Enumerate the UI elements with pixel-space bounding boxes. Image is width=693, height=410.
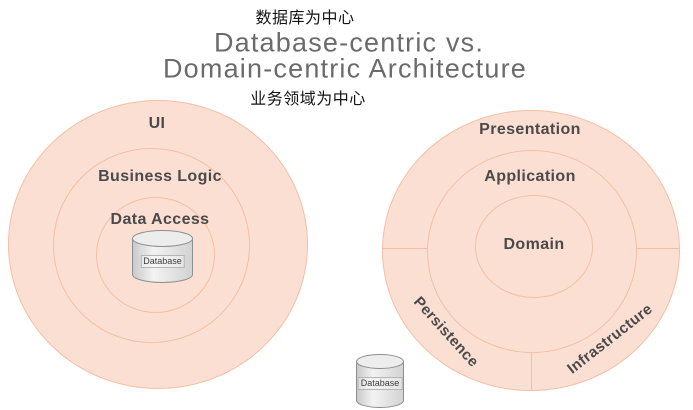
outer-ring-divider-right <box>636 248 680 249</box>
domain-centric-annotation-cn: 业务领域为中心 <box>250 91 366 108</box>
ui-layer-label: UI <box>148 115 166 132</box>
outer-ring-divider-left <box>383 248 428 249</box>
page-title-line1: Database-centric vs. <box>213 27 485 58</box>
database-cylinder-icon <box>132 230 193 283</box>
database-centric-annotation-cn: 数据库为中心 <box>255 10 355 27</box>
outer-ring-divider-bottom <box>531 352 532 390</box>
page-title-line2: Domain-centric Architecture <box>162 53 528 84</box>
application-layer-label: Application <box>484 168 576 185</box>
right-inner-ring <box>475 195 593 298</box>
data-access-layer-label: Data Access <box>110 211 210 228</box>
left-database-label: Database <box>140 255 185 268</box>
business-logic-layer-label: Business Logic <box>98 168 222 185</box>
right-database-label: Database <box>357 377 403 390</box>
presentation-layer-label: Presentation <box>479 121 581 138</box>
left-database-cylinder: Database <box>131 229 194 284</box>
right-database-cylinder: Database <box>355 353 405 409</box>
domain-core-label: Domain <box>503 236 565 253</box>
database-cylinder-icon <box>356 354 404 408</box>
